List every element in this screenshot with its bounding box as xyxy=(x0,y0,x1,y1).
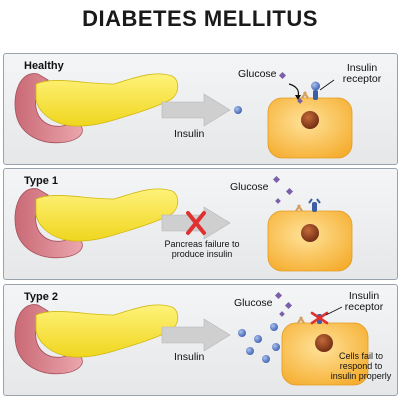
page-title: DIABETES MELLITUS xyxy=(82,6,318,31)
glucose-label: Glucose xyxy=(230,181,269,193)
duodenum xyxy=(14,304,83,375)
insulin-receptor-empty xyxy=(295,198,321,212)
glucose-molecule xyxy=(278,71,287,80)
pancreas-body xyxy=(35,188,179,242)
cell xyxy=(281,322,369,386)
insulin-molecule xyxy=(238,329,246,337)
insulin-molecule xyxy=(254,335,262,343)
panel-healthy: Healthy Glucose Insulin receptor Insulin xyxy=(3,53,398,165)
panel-type-1: Type 1 Glucose Pancreas failure to produ… xyxy=(3,168,398,280)
insulin-molecule xyxy=(262,355,270,363)
insulin-molecule xyxy=(234,106,242,114)
insulin-receptor-bound xyxy=(301,81,320,100)
pancreas-body xyxy=(35,304,179,358)
duodenum xyxy=(14,73,83,144)
insulin-receptor-label: Insulin receptor xyxy=(344,290,384,313)
panel-heading: Healthy xyxy=(24,60,64,72)
insulin-receptor-label: Insulin receptor xyxy=(342,62,382,85)
receptor-pointer xyxy=(319,79,335,91)
insulin-molecule xyxy=(272,343,280,351)
glucose-molecule xyxy=(285,187,294,196)
glucose-molecule xyxy=(275,198,281,204)
glucose-molecule xyxy=(284,301,293,310)
receptor-pointer xyxy=(325,306,343,316)
nucleus xyxy=(301,111,319,129)
panel-type-2: Type 2 Glucose Insulin receptor Insulin xyxy=(3,284,398,396)
pancreas-body xyxy=(35,73,179,127)
panel-heading: Type 2 xyxy=(24,291,59,303)
cell xyxy=(267,210,353,272)
glucose-molecule xyxy=(279,311,285,317)
pancreas-failure-label: Pancreas failure to produce insulin xyxy=(164,239,240,259)
insulin-molecule xyxy=(270,323,278,331)
glucose-label: Glucose xyxy=(238,68,277,80)
nucleus xyxy=(301,224,319,242)
duodenum xyxy=(14,188,83,259)
nucleus xyxy=(315,334,333,352)
insulin-label: Insulin xyxy=(174,128,205,140)
pancreas-illustration xyxy=(14,73,179,144)
failure-cross-icon xyxy=(186,211,206,235)
insulin-label: Insulin xyxy=(174,351,205,363)
insulin-molecule xyxy=(246,347,254,355)
transport-arrow xyxy=(161,93,231,127)
glucose-molecule xyxy=(272,175,281,184)
glucose-molecule xyxy=(274,291,283,300)
glucose-label: Glucose xyxy=(234,297,273,309)
insulin-receptor-blocked xyxy=(297,311,329,325)
transport-arrow xyxy=(161,318,231,352)
cell xyxy=(267,97,353,159)
pancreas-illustration xyxy=(14,304,179,375)
panel-heading: Type 1 xyxy=(24,175,59,187)
cells-fail-note: Cells fail to respond to insulin properl… xyxy=(330,351,392,381)
